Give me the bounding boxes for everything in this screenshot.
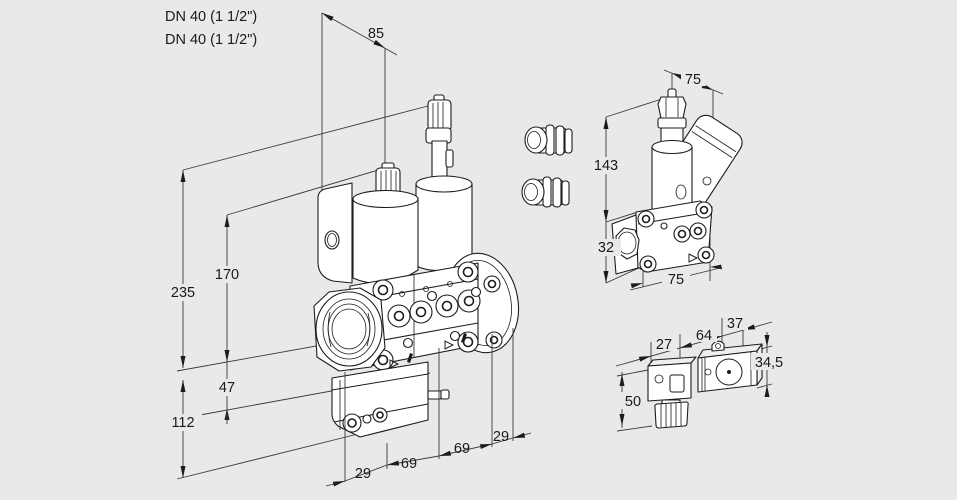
dim-label-50: 50: [625, 394, 641, 410]
dim-label-27: 27: [656, 337, 672, 353]
dim-label-47: 47: [219, 380, 235, 396]
main-view-dimensions: 85 235 170 47 112: [164, 26, 532, 487]
side-view-dimensions: 75 143 32 75: [587, 70, 723, 289]
mounting-lug: [711, 340, 725, 352]
dim-label-34-5: 34,5: [755, 355, 783, 371]
flange-bolts: [372, 261, 503, 371]
single-valve-illustration: [605, 69, 743, 291]
dim-label-75-bottom: 75: [668, 272, 684, 288]
pressure-test-ports: [360, 281, 482, 349]
front-solenoid-coil: [352, 162, 419, 284]
dim-label-143: 143: [594, 158, 618, 174]
flow-arrow: [444, 340, 455, 350]
cable-gland: [524, 124, 573, 156]
flow-arrow: [389, 359, 400, 369]
dim-label-75-top: 75: [685, 72, 701, 88]
dim-label-69-right: 69: [454, 441, 470, 457]
left-flange: [313, 287, 386, 372]
cable-gland: [521, 176, 570, 208]
dim-label-235: 235: [171, 285, 195, 301]
dim-label-112: 112: [171, 415, 194, 431]
dim-label-64: 64: [696, 328, 712, 344]
connector-gland: [654, 401, 689, 429]
dn-label-1: DN 40 (1 1/2"): [165, 9, 257, 25]
cable-glands: [521, 124, 573, 208]
dim-label-85: 85: [368, 26, 384, 42]
flow-arrow: [688, 253, 699, 263]
solenoid-connector-illustration: [615, 318, 773, 432]
dim-label-69-left: 69: [401, 456, 417, 472]
dim-label-37: 37: [727, 316, 743, 332]
lower-housing: [331, 361, 450, 438]
dim-label-29-right: 29: [493, 429, 509, 445]
main-valve-illustration: [313, 94, 520, 438]
dim-label-170: 170: [215, 267, 239, 283]
dim-label-29-left: 29: [355, 466, 371, 482]
dim-label-32: 32: [598, 240, 614, 256]
solenoid-view-dimensions: 27 64 37 34,5 50: [619, 315, 788, 426]
dn-label-2: DN 40 (1 1/2"): [165, 32, 257, 48]
rear-solenoid-coil: [415, 94, 473, 272]
